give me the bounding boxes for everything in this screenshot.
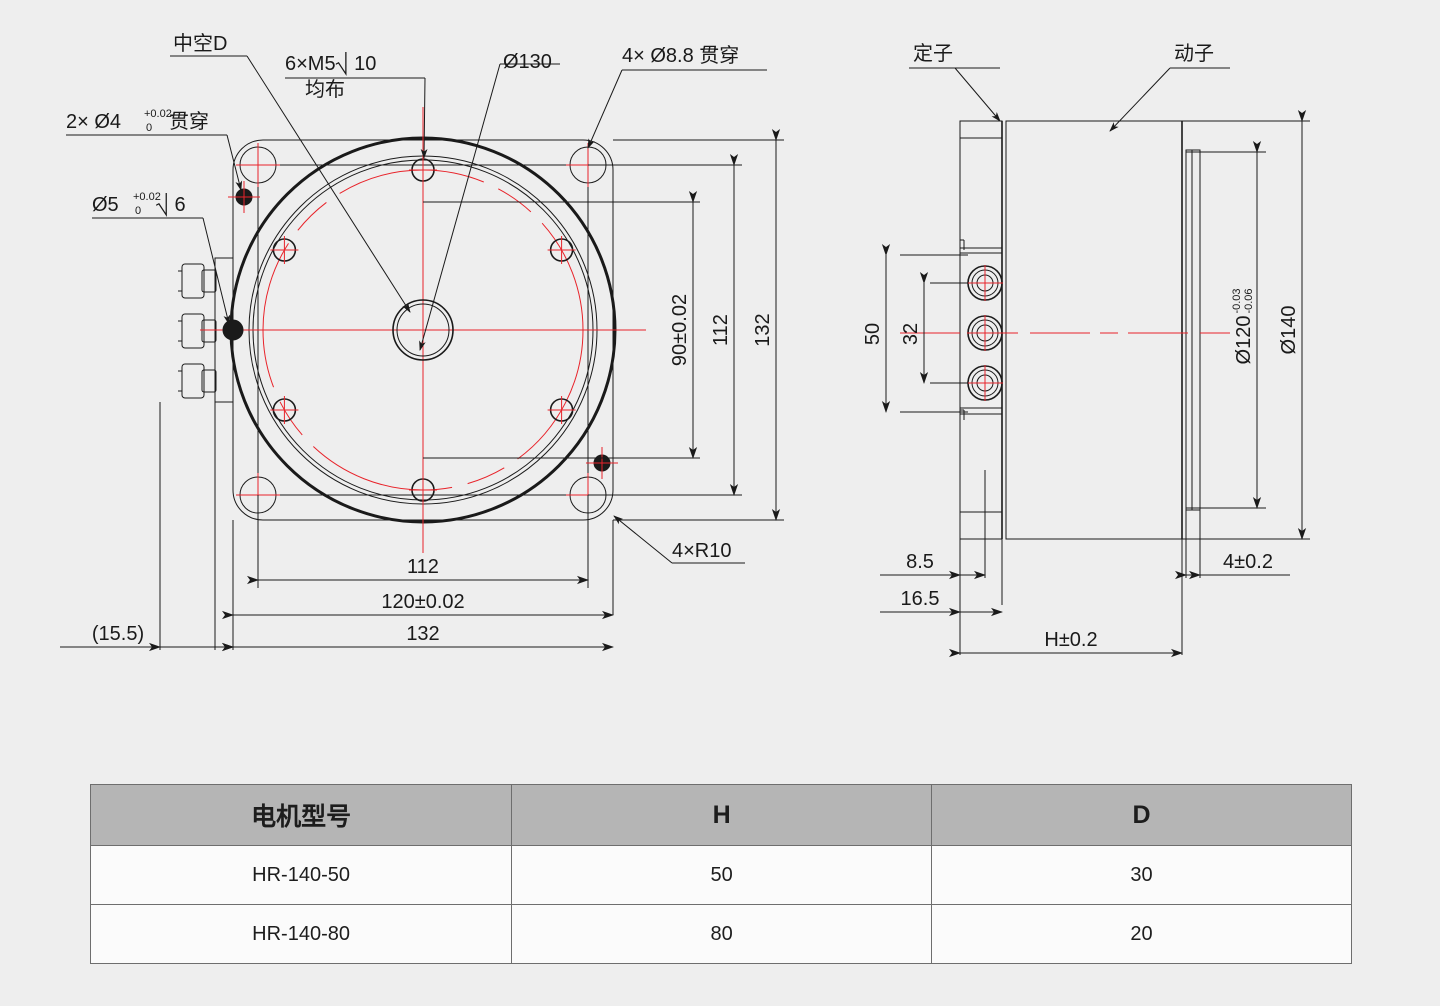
dim-v-132: 132 — [752, 313, 774, 346]
leader-rotor — [1110, 67, 1230, 131]
label-dowel-hole: Ø5 — [92, 194, 119, 216]
cell-h: 50 — [511, 845, 933, 905]
side-vertical-dimensions-left: 50 32 — [862, 244, 968, 413]
cell-model: HR-140-80 — [89, 904, 513, 964]
leader-corner-radius — [614, 516, 745, 564]
spec-table-wrapper: 电机型号 H D HR-140-50 50 30 HR-140-80 80 20 — [89, 784, 1352, 964]
leader-dia130 — [420, 63, 560, 350]
cable-gland — [178, 263, 217, 299]
label-pin-holes: 2× Ø4 — [66, 111, 121, 133]
leader-dowel-hole — [92, 217, 229, 324]
label-rotor: 动子 — [1174, 42, 1214, 65]
dim-dia-120-tol-upper: -0.03 — [1231, 288, 1243, 313]
table-header-h: H — [511, 784, 933, 846]
dim-8-5: 8.5 — [906, 551, 934, 573]
dim-32: 32 — [900, 323, 922, 345]
dim-dia-120-tol-lower: -0.06 — [1243, 288, 1255, 313]
cell-model: HR-140-50 — [89, 845, 513, 905]
label-through-holes: 4× Ø8.8 贯穿 — [622, 44, 739, 67]
m5-tapped-holes — [270, 156, 576, 504]
table-header-d: D — [931, 784, 1352, 846]
label-dowel-tol-lower: 0 — [135, 205, 141, 217]
table-header-model: 电机型号 — [89, 784, 513, 846]
leader-through-holes — [588, 69, 767, 148]
dim-dia-120: Ø120 — [1233, 316, 1255, 365]
spec-table: 电机型号 H D HR-140-50 50 30 HR-140-80 80 20 — [89, 784, 1352, 964]
cell-d: 20 — [931, 904, 1352, 964]
dim-h-120: 120±0.02 — [381, 591, 464, 613]
leader-hollow-d — [170, 55, 410, 312]
table-header-row: 电机型号 H D — [89, 784, 1352, 846]
cable-gland — [178, 363, 217, 399]
leader-stator — [909, 67, 1000, 121]
front-vertical-dimensions: 90±0.02 112 132 — [423, 129, 784, 521]
dowel-hole-dia5 — [222, 319, 244, 341]
dim-h-132: 132 — [406, 623, 439, 645]
table-row: HR-140-50 50 30 — [89, 845, 1352, 905]
table-row: HR-140-80 80 20 — [89, 904, 1352, 964]
dim-v-112: 112 — [710, 314, 732, 346]
stator-step — [960, 239, 965, 420]
label-dowel-depth: ⎷ 6 — [156, 193, 186, 217]
dim-dia-140: Ø140 — [1278, 306, 1300, 355]
dim-h-112: 112 — [407, 556, 439, 578]
dim-offset-15-5: (15.5) — [92, 623, 144, 645]
label-pin-holes-tol-upper: +0.02 — [144, 108, 172, 120]
label-corner-radius: 4×R10 — [672, 540, 732, 562]
cable-gland — [178, 313, 217, 349]
dim-16-5: 16.5 — [901, 588, 940, 610]
dim-90: 90±0.02 — [669, 294, 691, 366]
label-m5-holes: 6×M5⎷ 10 — [285, 52, 376, 76]
dim-50: 50 — [862, 323, 884, 345]
cable-gland-group — [178, 263, 217, 399]
dim-4: 4±0.2 — [1223, 551, 1273, 573]
leader-pin-holes — [66, 134, 241, 190]
stator-flange — [960, 137, 1002, 513]
label-hollow-d: 中空D — [173, 32, 227, 55]
label-m5-holes-note: 均布 — [305, 78, 345, 101]
rotor-body — [1005, 120, 1183, 540]
label-dowel-tol-upper: +0.02 — [133, 191, 161, 203]
stator-body — [959, 120, 1003, 540]
side-vertical-dimensions-right: Ø120 -0.03 -0.06 Ø140 — [1182, 110, 1310, 540]
side-connector — [967, 365, 1003, 401]
label-pin-holes-suffix: 贯穿 — [169, 110, 209, 133]
front-horizontal-dimensions: 112 120±0.02 132 (15.5) — [60, 402, 614, 652]
dim-H: H±0.2 — [1044, 629, 1097, 651]
side-view: 定子 动子 50 32 Ø120 -0.03 -0.06 Ø140 — [862, 42, 1310, 658]
label-dia130: Ø130 — [503, 51, 552, 73]
label-stator: 定子 — [913, 42, 953, 65]
cell-h: 80 — [511, 904, 933, 964]
front-view: 中空D 6×M5⎷ 10 均布 Ø130 4× Ø8.8 贯穿 2× Ø4 +0… — [60, 32, 784, 652]
side-connector — [967, 265, 1003, 301]
leader-m5-holes — [285, 77, 425, 158]
label-pin-holes-tol-lower: 0 — [146, 122, 152, 134]
cell-d: 30 — [931, 845, 1352, 905]
side-horizontal-dimensions: 8.5 16.5 H±0.2 4±0.2 — [880, 470, 1290, 658]
output-disc — [1185, 149, 1201, 511]
